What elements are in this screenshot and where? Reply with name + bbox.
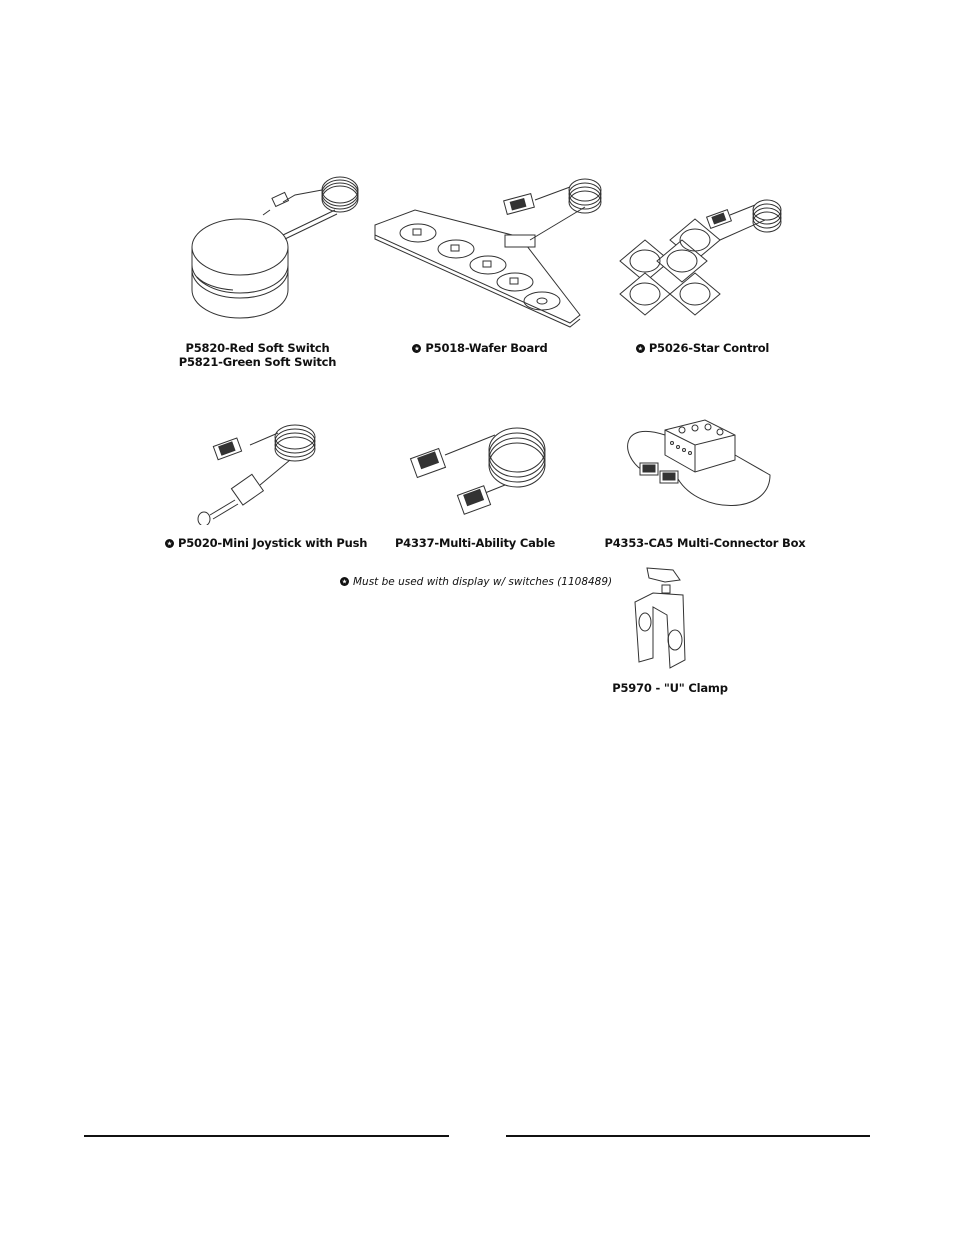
u-clamp-illustration (625, 560, 710, 670)
footnote: Must be used with display w/ switches (1… (340, 576, 612, 588)
caption-wafer-board: P5018-Wafer Board (380, 341, 580, 355)
multi-ability-cable-illustration (405, 415, 555, 520)
star-circle-icon (340, 577, 349, 586)
caption-mini-joystick: P5020-Mini Joystick with Push (165, 536, 367, 550)
multi-connector-box-illustration (620, 415, 785, 520)
star-circle-icon (165, 539, 174, 548)
caption-multi-connector-box: P4353-CA5 Multi-Connector Box (604, 536, 806, 550)
wafer-board-illustration (370, 165, 610, 335)
footer-rule-left (84, 1135, 449, 1137)
soft-switch-illustration (185, 165, 360, 325)
star-circle-icon (635, 344, 645, 353)
caption-u-clamp: P5970 - "U" Clamp (612, 681, 728, 695)
caption-star-control: P5026-Star Control (615, 341, 790, 355)
star-control-illustration (615, 195, 790, 330)
footer-rule-right (506, 1135, 870, 1137)
caption-soft-switch: P5820-Red Soft Switch P5821-Green Soft S… (178, 341, 337, 369)
caption-multi-ability-cable: P4337-Multi-Ability Cable (394, 536, 556, 550)
mini-joystick-illustration (190, 415, 330, 525)
star-circle-icon (412, 344, 422, 353)
